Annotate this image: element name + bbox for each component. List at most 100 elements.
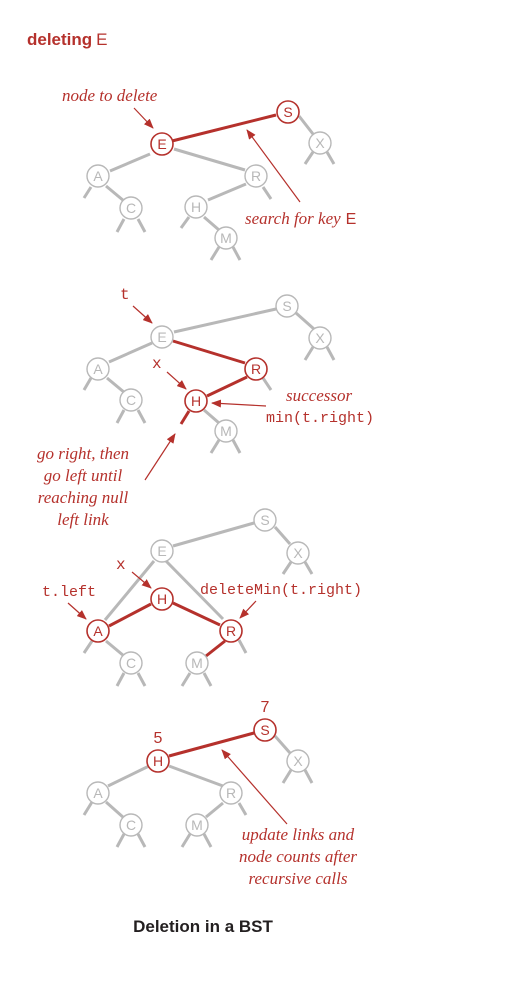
panel-4-node-A-label: A	[93, 785, 103, 801]
panel-2-node-X-label: X	[315, 330, 325, 346]
panel-1-search-path	[171, 113, 277, 143]
header-bold: deleting	[27, 30, 92, 49]
panel-2-node-S-label: S	[282, 298, 291, 314]
arrow-update-links	[221, 749, 288, 825]
panel-1-node-M-label: M	[220, 230, 232, 246]
annotation-search-key: E	[346, 211, 357, 228]
annotation-t-left: t.left	[42, 584, 96, 601]
panel-3-node-S	[253, 508, 277, 532]
panel-1-node-A	[86, 164, 110, 188]
panel-3-node-E	[150, 539, 174, 563]
panel-3-red-path	[108, 601, 226, 658]
panel-1-node-E-label: E	[157, 136, 166, 152]
panel-2-node-H-label: H	[191, 393, 201, 409]
panel-2-node-E-label: E	[157, 329, 166, 345]
panel-2-gray-links	[82, 307, 336, 454]
header-key: E	[96, 30, 107, 49]
panel-3-node-M	[185, 651, 209, 675]
panel-4-count-S: 7	[261, 699, 270, 716]
annotation-successor: successor	[286, 386, 352, 405]
panel-4-red-link	[168, 731, 255, 758]
panel-1-gray-links	[82, 115, 336, 261]
annotation-update-links: update links and node counts after recur…	[239, 825, 357, 888]
arrow-t-left	[67, 602, 87, 620]
panel-2-node-M-label: M	[220, 423, 232, 439]
arrow-x	[166, 371, 187, 390]
annotation-min-t-right: min(t.right)	[266, 410, 374, 427]
annotation-x: x	[152, 355, 162, 373]
annotation-go-right-line-2: go left until	[44, 466, 123, 485]
panel-1-node-H	[184, 195, 208, 219]
panel-3-node-A-label: A	[93, 623, 103, 639]
arrow-go-right	[144, 433, 176, 481]
panel-1-node-A-label: A	[93, 168, 103, 184]
panel-3-node-H-label: H	[157, 591, 167, 607]
panel-3-node-X-label: X	[293, 545, 303, 561]
panel-1-search: E S X A C R H M node to delete search fo…	[62, 86, 356, 261]
arrow-node-to-delete	[133, 107, 154, 129]
panel-2-node-S	[275, 294, 299, 318]
arrow-t	[132, 305, 153, 324]
annotation-delete-min: deleteMin(t.right)	[200, 582, 362, 599]
panel-1-node-R	[244, 164, 268, 188]
panel-4-node-R	[219, 781, 243, 805]
panel-2-node-H	[184, 389, 208, 413]
panel-1-node-X	[308, 131, 332, 155]
panel-4-node-A	[86, 781, 110, 805]
panel-2-node-R	[244, 357, 268, 381]
panel-4-count-H: 5	[154, 730, 163, 747]
panel-2-node-X	[308, 326, 332, 350]
panel-2-node-M	[214, 419, 238, 443]
panel-2-red-path	[172, 339, 248, 425]
arrow-x-2	[131, 571, 152, 589]
annotation-go-right-line-3: reaching null	[38, 488, 129, 507]
panel-2-node-A	[86, 357, 110, 381]
panel-4-node-S	[253, 718, 277, 742]
panel-1-node-R-label: R	[251, 168, 261, 184]
panel-2-node-E	[150, 325, 174, 349]
annotation-t: t	[120, 286, 130, 304]
panel-4-node-C-label: C	[126, 817, 136, 833]
arrow-delete-min	[239, 600, 257, 619]
annotation-go-right-line-4: left link	[57, 510, 109, 529]
arrow-successor	[211, 399, 267, 408]
panel-1-node-S	[276, 100, 300, 124]
panel-4-node-R-label: R	[226, 785, 236, 801]
annotation-node-to-delete: node to delete	[62, 86, 158, 105]
panel-3-delete-min: E S X H A R C M x t.left deleteMin(t.rig…	[42, 508, 362, 687]
figure-caption: Deletion in a BST	[133, 917, 273, 936]
panel-2-node-R-label: R	[251, 361, 261, 377]
annotation-go-right: go right, then go left until reaching nu…	[37, 444, 129, 529]
panel-3-gray-links	[82, 521, 314, 687]
panel-3-node-R-label: R	[226, 623, 236, 639]
panel-3-node-H	[150, 587, 174, 611]
annotation-x-2: x	[116, 556, 126, 574]
panel-3-node-E-label: E	[157, 543, 166, 559]
panel-3-node-R	[219, 619, 243, 643]
panel-2-node-A-label: A	[93, 361, 103, 377]
annotation-update-line-2: node counts after	[239, 847, 357, 866]
annotation-go-right-line-1: go right, then	[37, 444, 129, 463]
panel-4-node-X	[286, 749, 310, 773]
panel-1-node-C-label: C	[126, 200, 136, 216]
panel-3-node-S-label: S	[260, 512, 269, 528]
panel-4-node-M-label: M	[191, 817, 203, 833]
annotation-update-line-1: update links and	[242, 825, 355, 844]
panel-3-node-C	[119, 651, 143, 675]
panel-1-node-H-label: H	[191, 199, 201, 215]
panel-1-node-C	[119, 196, 143, 220]
panel-4-node-X-label: X	[293, 753, 303, 769]
panel-3-node-X	[286, 541, 310, 565]
panel-3-node-M-label: M	[191, 655, 203, 671]
panel-4-node-M	[185, 813, 209, 837]
panel-4-node-H	[146, 749, 170, 773]
panel-3-node-C-label: C	[126, 655, 136, 671]
panel-4-update-links: S X H A C R M 7 5 update links and node …	[82, 699, 357, 888]
panel-2-successor: E S X A C R H M t x successor min(t.righ…	[37, 286, 374, 529]
annotation-update-line-3: recursive calls	[249, 869, 348, 888]
panel-1-node-E	[150, 132, 174, 156]
panel-2-node-C-label: C	[126, 392, 136, 408]
